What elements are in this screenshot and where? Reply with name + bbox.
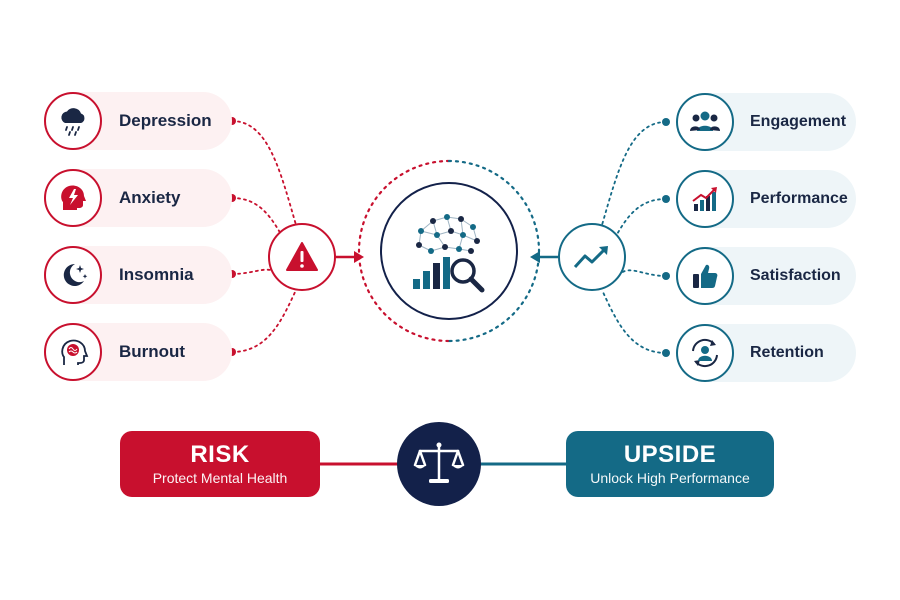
risk-item-depression: Depression [44,92,232,150]
risk-item-label: Insomnia [119,265,194,284]
upside-item-retention: Retention [676,324,856,382]
connector-burnout [231,289,297,353]
connector-depression [231,120,297,226]
upside-badge: UPSIDE Unlock High Performance [566,431,774,497]
risk-item-anxiety: Anxiety [44,169,232,227]
upside-item-label: Engagement [750,113,847,130]
upside-badge-title: UPSIDE [623,441,717,468]
brain-analytics-icon [413,214,485,293]
risk-badge-subtitle: Protect Mental Health [152,470,288,486]
balance-hub [397,422,481,506]
head-lightning-icon [44,169,102,227]
upside-badge-subtitle: Unlock High Performance [590,470,750,486]
risk-item-burnout: Burnout [44,323,232,381]
head-scribble-icon [44,323,102,381]
connector-engagement [601,121,667,226]
risk-item-label: Burnout [119,342,186,361]
upside-item-engagement: Engagement [676,93,856,151]
upside-item-label: Performance [750,190,848,207]
risk-item-label: Anxiety [119,188,181,207]
risk-item-insomnia: Insomnia [44,246,232,304]
warning-icon [286,242,318,271]
connector-satisfaction [615,269,667,279]
center-ring-left [357,159,451,343]
thumbs-up-icon [676,247,734,305]
risk-badge: RISK Protect Mental Health [120,431,320,497]
risk-item-label: Depression [119,111,212,130]
person-cycle-icon [676,324,734,382]
risk-hub [268,223,336,291]
upside-item-performance: Performance [676,170,856,228]
risk-badge-title: RISK [190,441,250,468]
upside-arrow [530,251,558,263]
upside-item-label: Satisfaction [750,267,841,284]
risk-arrow [336,251,364,263]
scale-icon [413,442,465,483]
connector-retention [601,289,667,354]
growth-chart-icon [676,170,734,228]
upside-item-label: Retention [750,344,824,361]
moon-stars-icon [44,246,102,304]
connector-anxiety [231,197,283,237]
team-icon [676,93,734,151]
rain-cloud-icon [44,92,102,150]
upside-hub [558,223,626,291]
trend-up-icon [573,246,608,269]
center-hub [380,182,518,320]
upside-item-satisfaction: Satisfaction [676,247,856,305]
center-ring-right [447,159,541,343]
connector-performance [615,198,667,237]
